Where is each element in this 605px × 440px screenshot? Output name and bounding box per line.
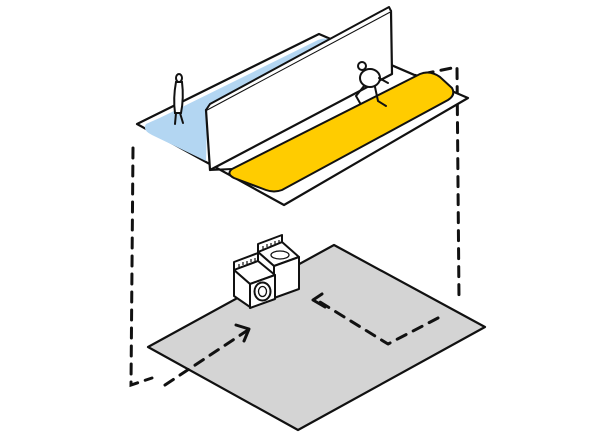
dryer-panel-ticks (262, 240, 280, 249)
standing-person-body (173, 81, 184, 114)
washer-door (253, 281, 272, 302)
seated-person-head (357, 61, 367, 71)
washer-door-inner (257, 285, 268, 298)
seated-person-body (359, 68, 381, 88)
seated-person-arm (378, 77, 389, 84)
dryer-lid-outline (270, 250, 290, 260)
lower-plane-base (146, 243, 487, 432)
partition-wall-foot (209, 168, 233, 171)
standing-person-head (175, 73, 183, 83)
upper-plane (135, 6, 470, 207)
standing-person-legs (174, 112, 184, 125)
washer-panel-ticks (238, 258, 256, 267)
dashed-arrow-icon (311, 292, 327, 309)
standing-person-icon (173, 73, 184, 125)
dryer-control-panel (257, 234, 283, 253)
seated-person-legs (354, 85, 387, 107)
left-connector-line (129, 146, 154, 388)
partition-wall-top (205, 6, 392, 111)
circulation-paths (163, 292, 440, 387)
partition-wall (204, 9, 394, 172)
path-right-line (318, 300, 440, 346)
lower-plane (146, 234, 487, 432)
path-left-line (163, 328, 250, 387)
washing-machine-icon (233, 252, 276, 309)
dashed-arrow-icon (234, 323, 251, 343)
seated-person-icon (354, 61, 389, 107)
right-zone-yellow (228, 71, 455, 193)
